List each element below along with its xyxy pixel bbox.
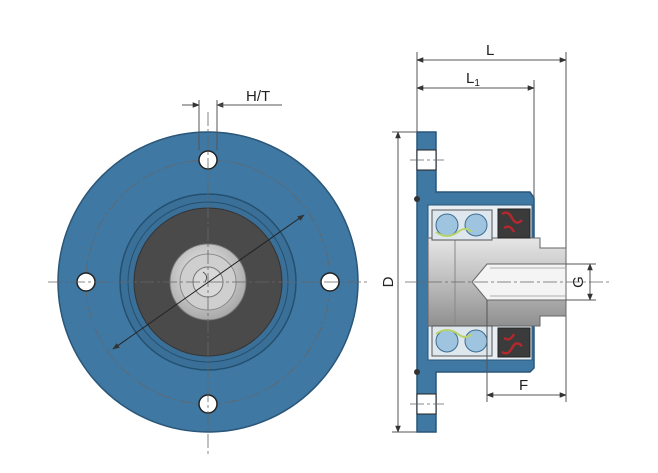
- bearing-lower: [431, 325, 531, 358]
- ball-upper-1: [435, 213, 459, 237]
- cage-lower: [435, 329, 473, 338]
- front-view: H/T: [48, 88, 370, 455]
- seal-lower-lip: [501, 333, 523, 355]
- l-label: L: [486, 42, 494, 59]
- seal-upper-lip: [501, 211, 523, 233]
- l1-label-main: L: [466, 70, 474, 87]
- ht-label: H/T: [246, 88, 270, 105]
- cage-upper: [435, 228, 473, 237]
- side-plug-top: [414, 196, 420, 202]
- bearing-upper: [431, 208, 531, 241]
- side-plug-bottom: [414, 369, 420, 375]
- ball-lower-1: [435, 329, 459, 353]
- ball-upper-2: [464, 213, 488, 237]
- ball-lower-2: [464, 329, 488, 353]
- g-label: G: [570, 276, 587, 288]
- d-label: D: [380, 276, 397, 287]
- f-label: F: [519, 377, 528, 394]
- hub-diameter-dim: [112, 214, 305, 350]
- side-shaft-bore: [471, 263, 567, 301]
- l1-label: L1: [466, 70, 480, 89]
- side-view: L L1 D G F: [380, 42, 610, 433]
- l1-label-sub: 1: [474, 78, 480, 89]
